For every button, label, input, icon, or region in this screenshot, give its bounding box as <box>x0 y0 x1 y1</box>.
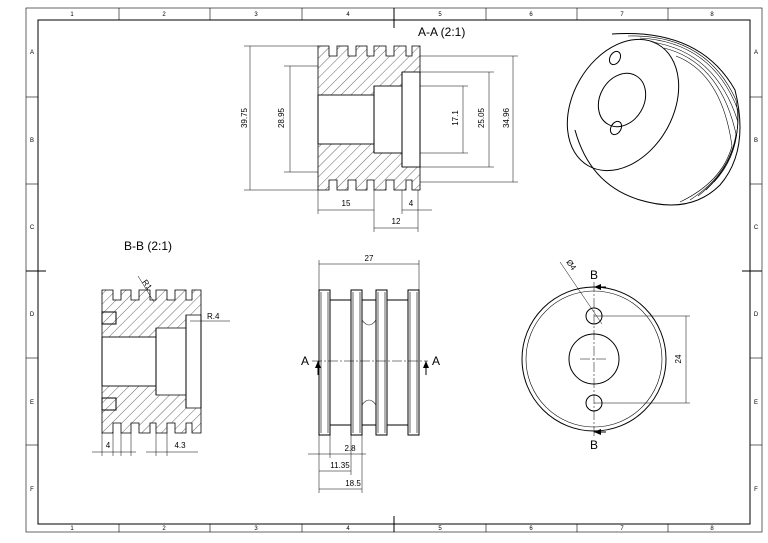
sheet-border <box>25 7 763 533</box>
col-label-top: 5 <box>438 12 442 18</box>
section-aa-upper-material <box>317 45 421 96</box>
section-aa-view: A-A (2:1) 39.75 28.95 17.1 25.05 34.96 <box>240 25 518 232</box>
row-label-left: E <box>30 400 34 406</box>
dim-15: 15 <box>342 199 351 208</box>
row-label-left: B <box>30 138 34 144</box>
dim-18-5: 18.5 <box>345 479 361 488</box>
section-bb-view: B-B (2:1) R1 R.4 4 4.3 <box>92 239 230 456</box>
col-label-top: 2 <box>162 12 166 18</box>
dim-34-96: 34.96 <box>502 107 511 128</box>
cut-label-b-bottom: B <box>590 438 598 452</box>
isometric-view <box>566 32 741 206</box>
row-label-right: A <box>754 50 758 56</box>
row-label-right: E <box>754 400 758 406</box>
dim-12: 12 <box>392 217 401 226</box>
col-label-bottom: 8 <box>710 526 714 532</box>
section-aa-title: A-A (2:1) <box>418 25 465 39</box>
dim-17-1: 17.1 <box>451 110 460 126</box>
col-label-bottom: 5 <box>438 526 442 532</box>
zone-labels: 1 2 3 4 5 6 7 8 1 2 3 4 5 6 7 8 A B C D … <box>30 12 759 532</box>
col-label-bottom: 3 <box>254 526 258 532</box>
col-label-top: 4 <box>346 12 350 18</box>
col-label-top: 8 <box>710 12 714 18</box>
dim-4-bb: 4 <box>106 441 111 450</box>
front-view: A A 27 2.8 11.35 18.5 <box>301 254 440 493</box>
col-label-bottom: 2 <box>162 526 166 532</box>
dim-4-aa: 4 <box>409 199 414 208</box>
col-label-bottom: 4 <box>346 526 350 532</box>
row-label-right: B <box>754 138 758 144</box>
dim-25-05: 25.05 <box>477 107 486 128</box>
row-label-left: D <box>30 312 35 318</box>
row-label-left: C <box>30 225 35 231</box>
row-label-left: A <box>30 50 34 56</box>
col-label-bottom: 7 <box>620 526 624 532</box>
row-label-right: C <box>754 225 759 231</box>
dim-r4: R.4 <box>207 312 220 321</box>
dim-4-3: 4.3 <box>174 441 186 450</box>
dim-28-95: 28.95 <box>277 107 286 128</box>
end-view: B B Ø4 24 <box>521 258 690 452</box>
section-bb-title: B-B (2:1) <box>124 239 172 253</box>
row-label-right: F <box>754 487 758 493</box>
col-label-top: 6 <box>529 12 533 18</box>
dim-24: 24 <box>674 354 683 363</box>
cut-label-a-left: A <box>301 354 309 368</box>
cut-label-b-top: B <box>590 268 598 282</box>
dim-11-35: 11.35 <box>330 461 350 470</box>
col-label-bottom: 1 <box>70 526 74 532</box>
cut-label-a-right: A <box>432 354 440 368</box>
col-label-top: 1 <box>70 12 74 18</box>
col-label-bottom: 6 <box>529 526 533 532</box>
dim-39-75: 39.75 <box>240 107 249 128</box>
row-label-left: F <box>30 487 34 493</box>
dim-dia-4: Ø4 <box>564 258 578 272</box>
dim-2-8: 2.8 <box>344 444 356 453</box>
dim-27: 27 <box>365 254 374 263</box>
row-label-right: D <box>754 312 759 318</box>
col-label-top: 7 <box>620 12 624 18</box>
col-label-top: 3 <box>254 12 258 18</box>
